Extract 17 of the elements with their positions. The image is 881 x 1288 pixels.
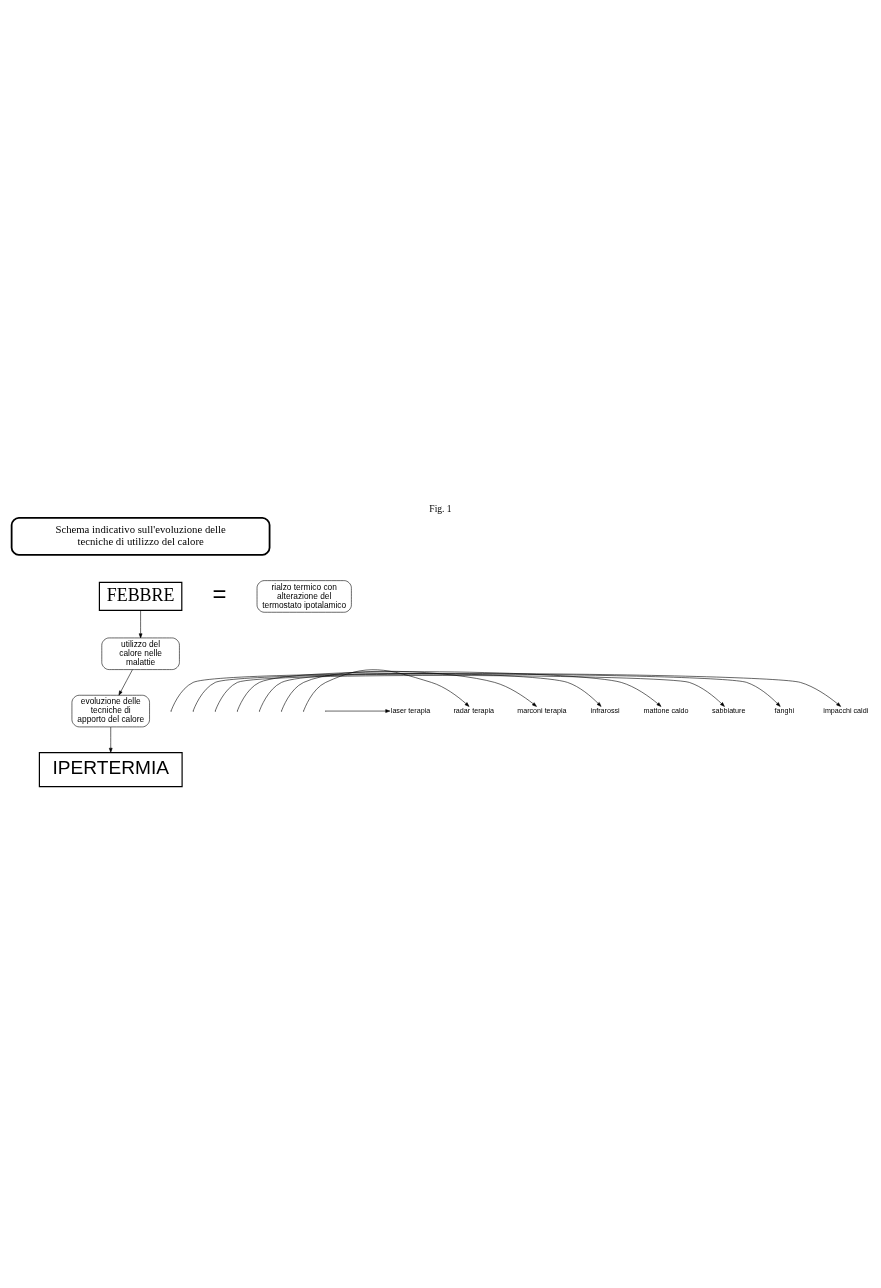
arrow — [281, 670, 537, 711]
node-box: evoluzione delle tecniche di apporto del calore — [71, 694, 150, 727]
node-box: Schema indicativo sull'evoluzione delle tecniche di utilizzo del calore — [10, 516, 271, 556]
arrow — [237, 670, 662, 711]
node-box: utilizzo del calore nelle malattie — [101, 637, 180, 670]
label: = — [212, 579, 227, 607]
arrow — [215, 674, 725, 711]
arrow — [303, 669, 470, 711]
node-box: rialzo termico con alterazione del termostato ipotalamico — [256, 579, 352, 613]
node-box: FEBBRE — [98, 581, 183, 611]
node-box: IPERTERMIA — [38, 751, 183, 787]
arrow — [259, 672, 602, 711]
arrow — [118, 668, 133, 695]
diagram-title: Fig. 1 — [429, 502, 452, 514]
arrow — [325, 708, 391, 713]
arrow — [138, 609, 143, 638]
arrow — [109, 726, 113, 753]
